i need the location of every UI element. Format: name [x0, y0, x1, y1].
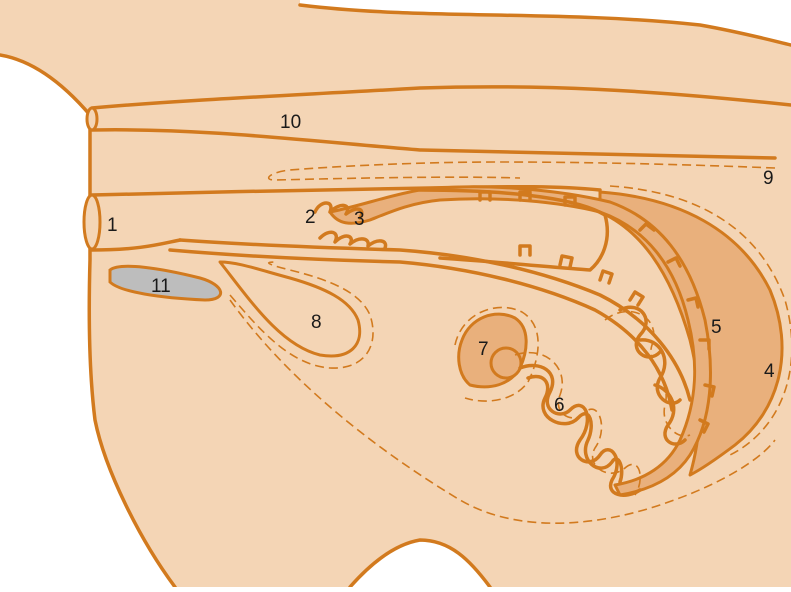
- label-9: 9: [763, 169, 774, 188]
- label-11: 11: [151, 277, 171, 296]
- label-5: 5: [711, 318, 722, 337]
- ovarian-follicle: [491, 348, 521, 378]
- label-7: 7: [478, 340, 489, 359]
- label-2: 2: [305, 208, 316, 227]
- label-10: 10: [280, 113, 301, 132]
- anus: [84, 195, 100, 249]
- label-8: 8: [311, 313, 322, 332]
- label-3: 3: [354, 210, 365, 229]
- tail-end: [87, 108, 97, 130]
- label-1: 1: [107, 216, 118, 235]
- label-4: 4: [764, 362, 775, 381]
- label-6: 6: [554, 396, 565, 415]
